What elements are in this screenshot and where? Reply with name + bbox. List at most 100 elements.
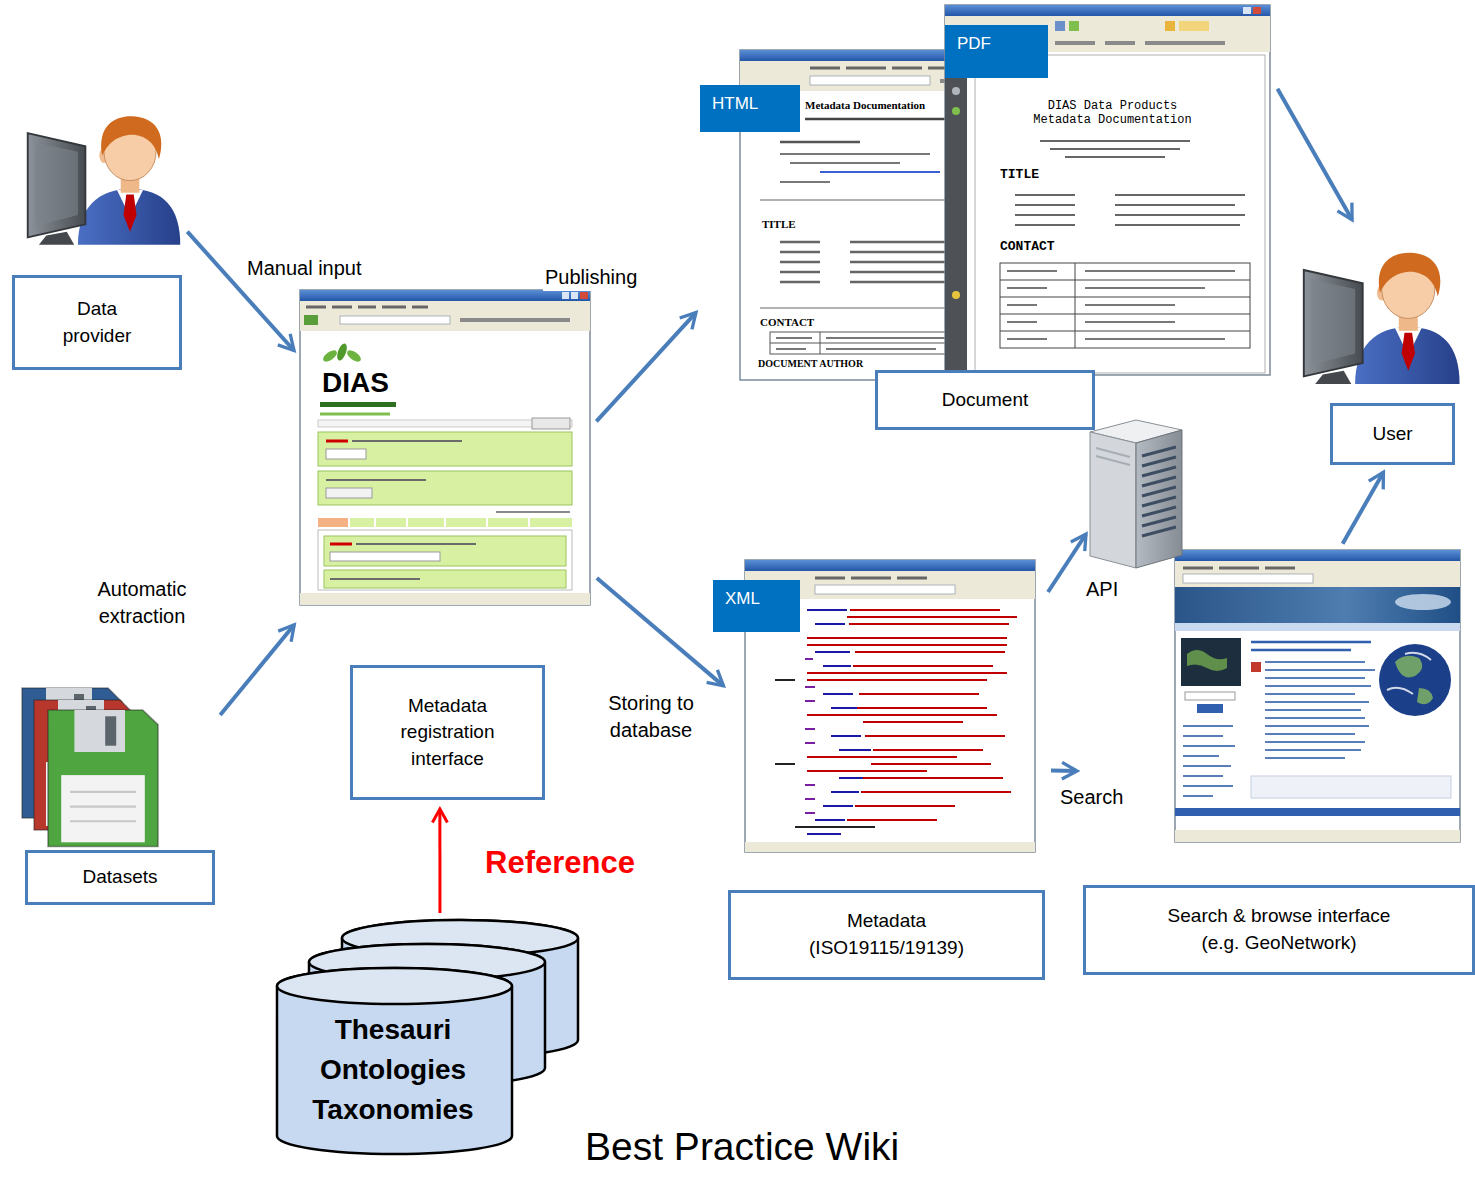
registration-screenshot bbox=[496, 511, 570, 513]
xml-screenshot bbox=[775, 680, 875, 827]
html-screenshot bbox=[810, 67, 952, 70]
registration-screenshot bbox=[320, 402, 396, 407]
xml-screenshot bbox=[745, 842, 1035, 852]
geonetwork-screenshot bbox=[1395, 656, 1433, 705]
html-screenshot bbox=[805, 118, 955, 121]
registration-screenshot bbox=[326, 488, 372, 498]
interface-node: Metadata registration interface bbox=[298, 288, 593, 803]
geonetwork-screenshot bbox=[1175, 623, 1460, 631]
registration-screenshot bbox=[580, 292, 588, 299]
node-label: Search & browse interface (e.g. GeoNetwo… bbox=[1154, 903, 1404, 956]
label-box: Data provider bbox=[12, 275, 182, 370]
xml-screenshot bbox=[815, 577, 927, 580]
registration-screenshot bbox=[326, 479, 426, 481]
registration-screenshot bbox=[335, 342, 349, 362]
geonetwork-screenshot bbox=[1197, 704, 1223, 713]
format-tag: PDF bbox=[945, 25, 1048, 78]
registration-screenshot bbox=[320, 413, 390, 416]
geonetwork-screenshot bbox=[1379, 644, 1451, 716]
registration-screenshot bbox=[460, 318, 570, 322]
pdf-screenshot bbox=[1007, 271, 1235, 339]
node-label: Metadata registration interface bbox=[383, 693, 513, 773]
geonetwork-screenshot bbox=[1187, 650, 1227, 671]
xml-screenshot bbox=[815, 585, 955, 594]
flow-arrow bbox=[1277, 89, 1352, 220]
edge-label: Publishing bbox=[543, 264, 639, 291]
registration-screenshot bbox=[408, 518, 444, 527]
node-label: User bbox=[1372, 421, 1412, 448]
registration-screenshot bbox=[326, 440, 348, 443]
registration-screenshot bbox=[300, 593, 590, 605]
registration-screenshot bbox=[356, 543, 476, 545]
geonetwork-screenshot bbox=[1175, 808, 1460, 816]
server-icon bbox=[1096, 448, 1130, 465]
flow-arrow bbox=[187, 232, 294, 351]
pdf-screenshot bbox=[952, 107, 960, 115]
registration-screenshot bbox=[488, 518, 528, 527]
geonetwork-screenshot bbox=[1175, 550, 1460, 561]
label-box: Datasets bbox=[25, 850, 215, 905]
geonetwork-screenshot bbox=[1183, 726, 1235, 796]
screenshot-text: CONTACT bbox=[760, 316, 814, 329]
pdf-screenshot bbox=[1069, 21, 1079, 31]
xml-screenshot bbox=[807, 610, 871, 834]
geonetwork-screenshot bbox=[1183, 567, 1295, 570]
flow-arrow bbox=[220, 625, 294, 715]
geonetwork-screenshot bbox=[1183, 574, 1313, 583]
edge-label: Automatic extraction bbox=[80, 576, 204, 630]
pdf-screenshot bbox=[945, 52, 967, 375]
computer-user-icon bbox=[28, 116, 181, 245]
registration-screenshot bbox=[300, 290, 590, 301]
flow-arrow bbox=[1051, 769, 1077, 773]
geonetwork-screenshot bbox=[1175, 830, 1460, 842]
computer-user-icon bbox=[28, 116, 181, 245]
flow-arrow bbox=[1343, 472, 1384, 543]
pdf-screenshot bbox=[1015, 195, 1245, 225]
geonetwork-screenshot bbox=[1175, 561, 1460, 587]
label-box: Metadata (ISO19115/19139) bbox=[728, 890, 1045, 980]
pdf-screenshot bbox=[945, 5, 1270, 375]
html-screenshot bbox=[776, 338, 966, 349]
cylinder-top bbox=[277, 968, 512, 1004]
geonetwork-screenshot bbox=[1175, 587, 1460, 623]
pdf-screenshot bbox=[1000, 263, 1250, 348]
actor-node: Data provider bbox=[12, 95, 184, 372]
format-name: HTML bbox=[712, 94, 788, 114]
cylinder-body bbox=[277, 968, 512, 1154]
pdf-screenshot bbox=[1055, 21, 1065, 31]
registration-screenshot bbox=[330, 578, 420, 580]
xml-screenshot bbox=[807, 610, 1017, 820]
registration-screenshot bbox=[571, 292, 578, 299]
pdf-screenshot bbox=[952, 291, 960, 299]
label-box: Search & browse interface (e.g. GeoNetwo… bbox=[1083, 885, 1475, 975]
actor-node: User bbox=[1300, 225, 1460, 467]
geonetwork-screenshot bbox=[1175, 550, 1460, 842]
screenshot-text: CONTACT bbox=[1000, 240, 1055, 255]
registration-screenshot bbox=[318, 530, 572, 590]
html-screenshot bbox=[780, 141, 860, 144]
geonetwork-screenshot bbox=[1251, 642, 1371, 650]
format-name: PDF bbox=[957, 34, 1036, 54]
pdf-screenshot bbox=[945, 5, 1270, 375]
registration-screenshot bbox=[318, 518, 348, 527]
registration-screenshot bbox=[300, 290, 590, 605]
screenshot-text: TITLE bbox=[1000, 168, 1039, 183]
xml-screenshot bbox=[805, 659, 815, 813]
html-screenshot bbox=[810, 76, 930, 85]
server-icon bbox=[1090, 432, 1136, 568]
screenshot-text: DOCUMENT AUTHOR bbox=[758, 358, 863, 370]
edge-label: Search bbox=[1058, 784, 1125, 811]
registration-screenshot bbox=[326, 449, 366, 459]
pdf-screenshot bbox=[975, 55, 1265, 373]
geonetwork-screenshot bbox=[1185, 692, 1235, 700]
pdf-screenshot bbox=[1055, 41, 1225, 45]
annotation: Best Practice Wiki bbox=[585, 1126, 899, 1169]
node-label: Data provider bbox=[47, 296, 147, 349]
pdf-screenshot bbox=[1179, 21, 1209, 31]
floppy-disks-icon bbox=[22, 688, 158, 847]
api-arrow bbox=[1048, 534, 1086, 592]
registration-screenshot bbox=[304, 315, 318, 325]
registration-screenshot bbox=[321, 348, 339, 364]
flow-arrow bbox=[596, 313, 696, 422]
